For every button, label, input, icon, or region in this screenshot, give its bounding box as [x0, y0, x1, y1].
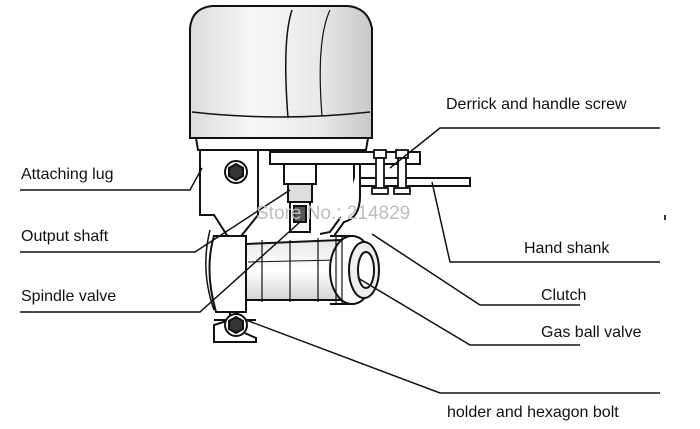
leader-gas-ball-valve [357, 277, 580, 346]
leader-holder-bolt [245, 319, 660, 394]
label-spindle-valve: Spindle valve [21, 288, 117, 305]
ball-valve-body [208, 235, 341, 313]
hand-shank-bar [359, 177, 471, 187]
pipe-fitting [329, 235, 380, 305]
store-watermark: Store No.: 214829 [256, 203, 411, 224]
label-output-shaft: Output shaft [21, 228, 109, 245]
label-gas-ball-valve: Gas ball valve [541, 324, 642, 341]
label-attaching-lug: Attaching lug [21, 166, 114, 183]
handle-screws [371, 149, 411, 195]
leader-clutch [371, 233, 580, 306]
leader-lines [20, 127, 660, 394]
label-holder-bolt: holder and hexagon bolt [447, 404, 619, 421]
leader-output-shaft [20, 189, 291, 253]
leader-derrick-screw [389, 127, 660, 169]
actuator-cap [189, 5, 373, 139]
leader-spindle-valve [20, 221, 301, 313]
stray-mark [664, 215, 666, 220]
attaching-lug-bracket [199, 149, 259, 343]
label-derrick-screw: Derrick and handle screw [446, 96, 627, 113]
leader-attaching-lug [20, 167, 203, 191]
label-clutch: Clutch [541, 287, 587, 304]
label-hand-shank: Hand shank [524, 240, 610, 257]
leader-hand-shank [431, 181, 660, 263]
